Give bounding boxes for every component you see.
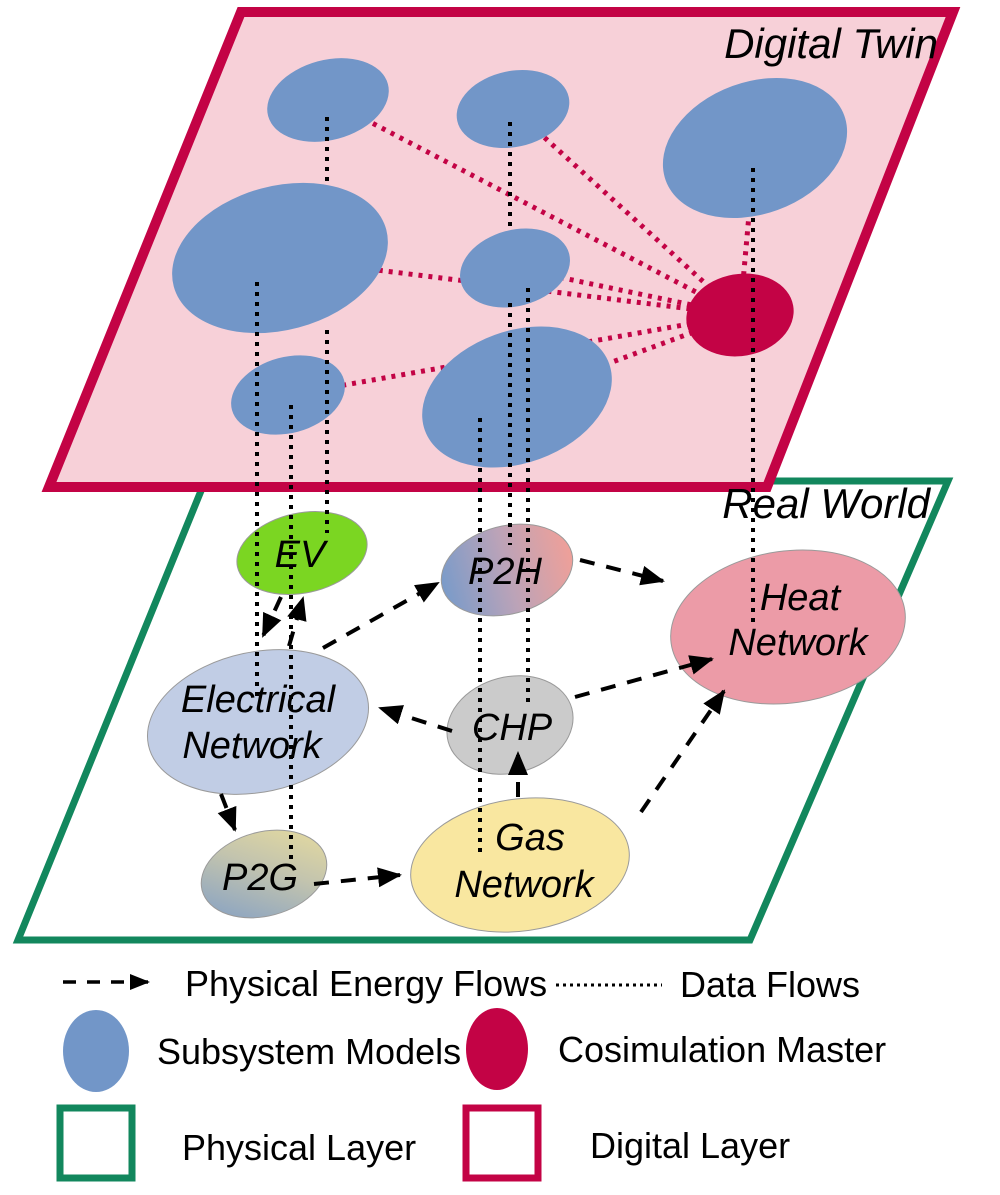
cosim-link [737,147,758,316]
chp-label: CHP [472,707,553,749]
legend-data-flows-label: Data Flows [680,964,860,1005]
heat-network-label-line2: Network [728,622,869,664]
flow-electrical-to-ev [287,596,307,647]
physical-layer-title: Real World [722,480,931,527]
flow-electrical-to-p2h [322,581,440,650]
legend-digital-layer-square [462,1104,542,1182]
legend-physical-energy-flows-label: Physical Energy Flows [185,963,547,1004]
gas-network-label-line2: Network [454,864,595,906]
cosim-link [287,312,741,398]
subsystem-model-ellipse [456,69,570,149]
legend: Physical Energy Flows Data Flows Subsyst… [56,963,886,1182]
legend-digital-layer-label: Digital Layer [590,1125,790,1166]
heat-network-label-line1: Heat [760,577,842,619]
legend-physical-layer-label: Physical Layer [182,1127,416,1168]
electrical-network-label-line2: Network [182,725,323,767]
flow-p2g-to-gas [313,867,402,888]
flow-electrical-to-p2g [217,793,237,832]
gas-network-label-line1: Gas [495,817,565,859]
legend-cosimulation-master-label: Cosimulation Master [558,1029,886,1070]
legend-physical-layer-square [56,1104,136,1182]
digital-layer-title: Digital Twin [724,20,938,67]
cosim-link [511,107,742,317]
p2g-label: P2G [222,857,298,899]
flow-ev-to-electrical [261,596,283,638]
cosimulation-master-ellipse [686,273,794,357]
subsystem-model-ellipse [267,58,389,142]
subsystem-model-ellipse [422,326,612,468]
flow-chp-to-heat [574,655,714,699]
legend-subsystem-models-label: Subsystem Models [157,1031,461,1072]
subsystem-model-ellipse [231,355,345,435]
subsystem-model-ellipse [662,77,848,219]
electrical-network-label-line1: Electrical [181,679,337,721]
p2h-node [440,523,574,617]
electrical-network-node [146,649,370,795]
legend-cosimulation-master-ellipse [466,1008,528,1090]
p2h-label: P2H [468,551,542,593]
flow-chp-to-electrical [378,705,453,733]
flow-p2h-to-heat [579,558,665,586]
heat-network-node [670,549,906,705]
flow-gas-to-heat [639,689,726,814]
subsystem-model-ellipse [460,228,570,308]
subsystem-model-ellipse [172,182,388,334]
ev-node [236,511,368,595]
physical-energy-flow-arrows [217,558,726,888]
p2g-node [200,829,328,919]
cosim-link [326,97,742,318]
subsystem-models-group [172,58,848,468]
ev-label: EV [275,534,329,576]
data-flow-lines [255,117,755,860]
gas-network-node [410,797,630,933]
legend-subsystem-model-ellipse [63,1010,129,1092]
